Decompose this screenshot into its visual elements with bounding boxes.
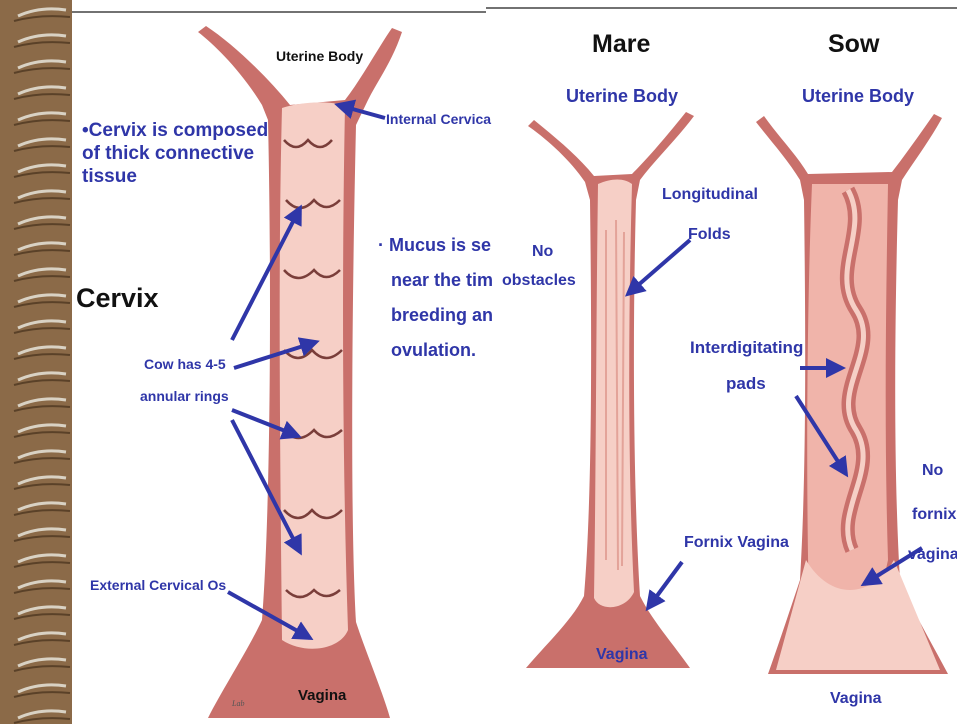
label-interdigitating-pads-line-2: pads (726, 374, 766, 394)
cow-cervix-lumen (280, 102, 348, 648)
heading-cervix: Cervix (76, 283, 159, 314)
sow-cervix-illustration (756, 114, 948, 674)
label-uterine-body-mare: Uterine Body (566, 86, 678, 107)
label-interdigitating-pads-line-1: Interdigitating (690, 338, 803, 358)
label-annular-rings-line-2: annular rings (140, 388, 229, 404)
label-uterine-body-cow: Uterine Body (276, 48, 363, 64)
title-sow: Sow (828, 30, 879, 59)
label-vagina-sow: Vagina (830, 690, 882, 708)
label-vagina-cow: Vagina (298, 687, 346, 704)
label-external-cervical-os: External Cervical Os (90, 577, 226, 593)
mare-cervix-lumen (594, 180, 634, 608)
artist-signature: Lab (231, 699, 244, 708)
bullet-mucus-line-1: · Mucus is se (378, 235, 491, 256)
label-no-fornix-line-3: vagina (908, 546, 957, 564)
title-mare: Mare (592, 30, 650, 59)
bullet-mucus-line-2: near the tim (391, 270, 493, 291)
bullet-mucus-line-4: ovulation. (391, 340, 476, 361)
label-no-fornix-line-2: fornix (912, 506, 956, 524)
arrow-longitudinal-folds (628, 240, 690, 294)
label-annular-rings-line-1: Cow has 4-5 (144, 356, 226, 372)
decorative-border (0, 0, 72, 724)
label-longitudinal-folds-line-1: Longitudinal (662, 186, 758, 204)
bullet-cervix-composition: •Cervix is composed of thick connective … (82, 120, 272, 188)
label-fornix-vagina: Fornix Vagina (684, 534, 789, 552)
arrow-fornix-vagina (648, 562, 682, 608)
label-uterine-body-sow: Uterine Body (802, 86, 914, 107)
label-longitudinal-folds-line-2: Folds (688, 226, 731, 244)
label-no-obstacles-line-1: No (532, 243, 553, 261)
bullet-mucus-line-3: breeding an (391, 305, 493, 326)
label-no-obstacles-line-2: obstacles (502, 272, 576, 290)
label-internal-cervical-os: Internal Cervica (386, 111, 491, 127)
label-vagina-mare: Vagina (596, 646, 648, 664)
label-no-fornix-line-1: No (922, 462, 943, 480)
